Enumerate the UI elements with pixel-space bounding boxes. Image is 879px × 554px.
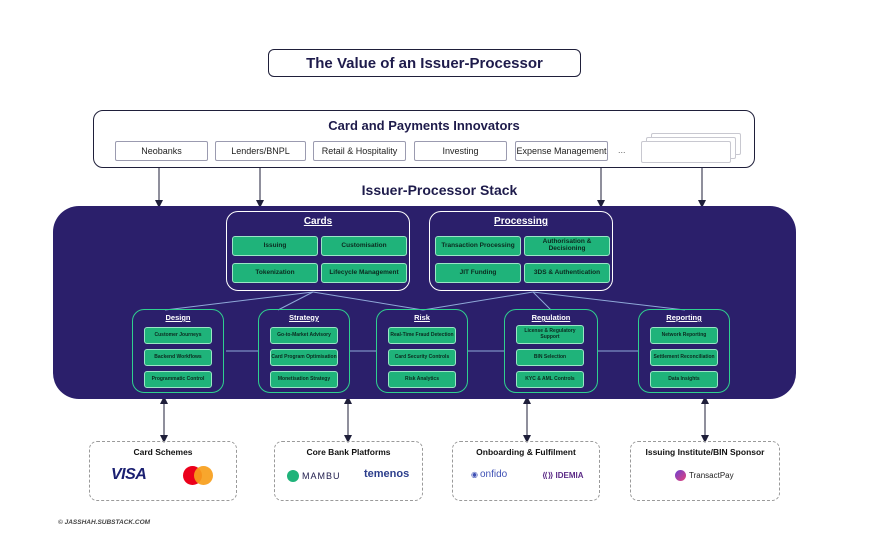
transactpay-logo: TransactPay bbox=[675, 470, 734, 481]
regulation-item-3: KYC & AML Controls bbox=[516, 371, 584, 388]
risk-item-3: Risk Analytics bbox=[388, 371, 456, 388]
segment-lenders: Lenders/BNPL bbox=[215, 141, 306, 161]
cards-group: Cards Issuing Customisation Tokenization… bbox=[226, 211, 410, 291]
onboarding-title: Onboarding & Fulfilment bbox=[476, 447, 576, 457]
regulation-item-2: BIN Selection bbox=[516, 349, 584, 366]
mambu-logo: MAMBU bbox=[287, 470, 341, 482]
reporting-item-1: Network Reporting bbox=[650, 327, 718, 344]
onfido-logo: ◉onfido bbox=[471, 469, 508, 480]
processing-3ds: 3DS & Authentication bbox=[524, 263, 610, 283]
processing-title: Processing bbox=[494, 216, 548, 227]
design-item-3: Programmatic Control bbox=[144, 371, 212, 388]
diagram-title: The Value of an Issuer-Processor bbox=[268, 49, 581, 77]
card-schemes-box: Card Schemes VISA bbox=[89, 441, 237, 501]
processing-group: Processing Transaction Processing Author… bbox=[429, 211, 613, 291]
processing-transaction: Transaction Processing bbox=[435, 236, 521, 256]
strategy-item-2: Card Program Optimisation bbox=[270, 349, 338, 366]
more-dots: ... bbox=[618, 145, 626, 155]
innovators-box: Card and Payments Innovators Neobanks Le… bbox=[93, 110, 755, 168]
footer-credit: © JASSHAH.SUBSTACK.COM bbox=[58, 519, 151, 526]
core-bank-title: Core Bank Platforms bbox=[306, 447, 391, 457]
processing-jit: JIT Funding bbox=[435, 263, 521, 283]
reporting-group: Reporting Network Reporting Settlement R… bbox=[638, 309, 730, 393]
temenos-logo: temenos bbox=[364, 468, 410, 480]
risk-item-2: Card Security Controls bbox=[388, 349, 456, 366]
processing-authorisation: Authorisation & Decisioning bbox=[524, 236, 610, 256]
strategy-item-3: Monetisation Strategy bbox=[270, 371, 338, 388]
stack-title: Issuer-Processor Stack bbox=[361, 182, 518, 198]
strategy-item-1: Go-to-Market Advisory bbox=[270, 327, 338, 344]
regulation-group: Regulation License & Regulatory Support … bbox=[504, 309, 598, 393]
design-item-1: Customer Journeys bbox=[144, 327, 212, 344]
segment-retail: Retail & Hospitality bbox=[313, 141, 406, 161]
strategy-title: Strategy bbox=[288, 313, 319, 322]
segment-expense: Expense Management bbox=[515, 141, 608, 161]
design-title: Design bbox=[165, 313, 191, 322]
innovators-title: Card and Payments Innovators bbox=[328, 118, 520, 133]
strategy-group: Strategy Go-to-Market Advisory Card Prog… bbox=[258, 309, 350, 393]
risk-title: Risk bbox=[414, 313, 430, 322]
segment-neobanks: Neobanks bbox=[115, 141, 208, 161]
reporting-item-3: Data Insights bbox=[650, 371, 718, 388]
design-group: Design Customer Journeys Backend Workflo… bbox=[132, 309, 224, 393]
onboarding-box: Onboarding & Fulfilment ◉onfido ⟪⟫IDEMIA bbox=[452, 441, 600, 501]
idemia-logo: ⟪⟫IDEMIA bbox=[542, 471, 584, 480]
segment-investing: Investing bbox=[414, 141, 507, 161]
risk-group: Risk Real-Time Fraud Detection Card Secu… bbox=[376, 309, 468, 393]
core-bank-box: Core Bank Platforms MAMBU temenos bbox=[274, 441, 423, 501]
issuer-processor-stack: Cards Issuing Customisation Tokenization… bbox=[53, 206, 796, 399]
cards-customisation: Customisation bbox=[321, 236, 407, 256]
stacked-card-front bbox=[641, 141, 731, 163]
reporting-item-2: Settlement Reconciliation bbox=[650, 349, 718, 366]
cards-title: Cards bbox=[303, 216, 333, 227]
regulation-item-1: License & Regulatory Support bbox=[516, 325, 584, 344]
mastercard-logo bbox=[183, 466, 213, 486]
cards-issuing: Issuing bbox=[232, 236, 318, 256]
risk-item-1: Real-Time Fraud Detection bbox=[388, 327, 456, 344]
visa-logo: VISA bbox=[111, 466, 147, 483]
stack-connectors bbox=[164, 291, 686, 352]
reporting-title: Reporting bbox=[666, 313, 702, 322]
issuing-title: Issuing Institute/BIN Sponsor bbox=[645, 447, 765, 457]
regulation-title: Regulation bbox=[531, 313, 571, 322]
issuing-box: Issuing Institute/BIN Sponsor TransactPa… bbox=[630, 441, 780, 501]
card-schemes-title: Card Schemes bbox=[133, 447, 193, 457]
cards-tokenization: Tokenization bbox=[232, 263, 318, 283]
design-item-2: Backend Workflows bbox=[144, 349, 212, 366]
cards-lifecycle: Lifecycle Management bbox=[321, 263, 407, 283]
